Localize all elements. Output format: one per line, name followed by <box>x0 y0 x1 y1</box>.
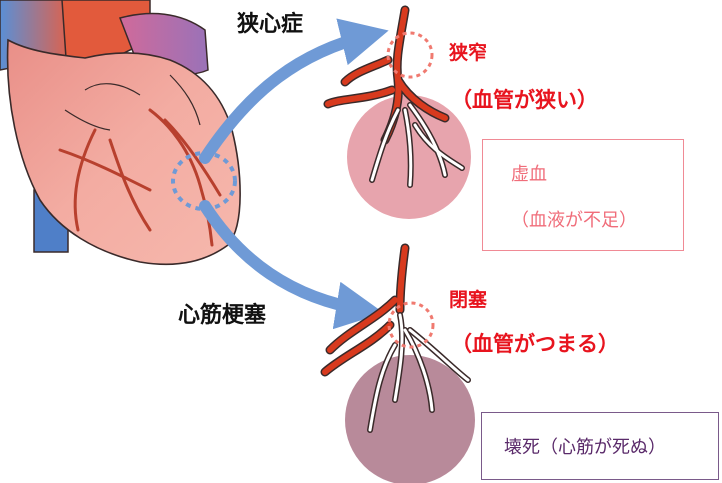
necrosis-box: 壊死（心筋が死ぬ） <box>481 412 719 480</box>
occlusion-label: 閉塞 <box>449 285 487 312</box>
stenosis-note: （血管が狭い） <box>451 84 598 114</box>
infarction-label: 心筋梗塞 <box>178 297 266 329</box>
occlusion-note: （血管がつまる） <box>451 328 619 358</box>
ischemia-note: （血液が不足） <box>511 206 637 232</box>
angina-label: 狭心症 <box>237 6 303 38</box>
ischemia-box: 虚血 （血液が不足） <box>482 139 684 251</box>
necrosis-zone <box>345 355 475 483</box>
necrosis-text: 壊死（心筋が死ぬ） <box>504 433 666 459</box>
ischemia-title: 虚血 <box>511 160 547 186</box>
stenosis-label: 狭窄 <box>449 38 487 65</box>
